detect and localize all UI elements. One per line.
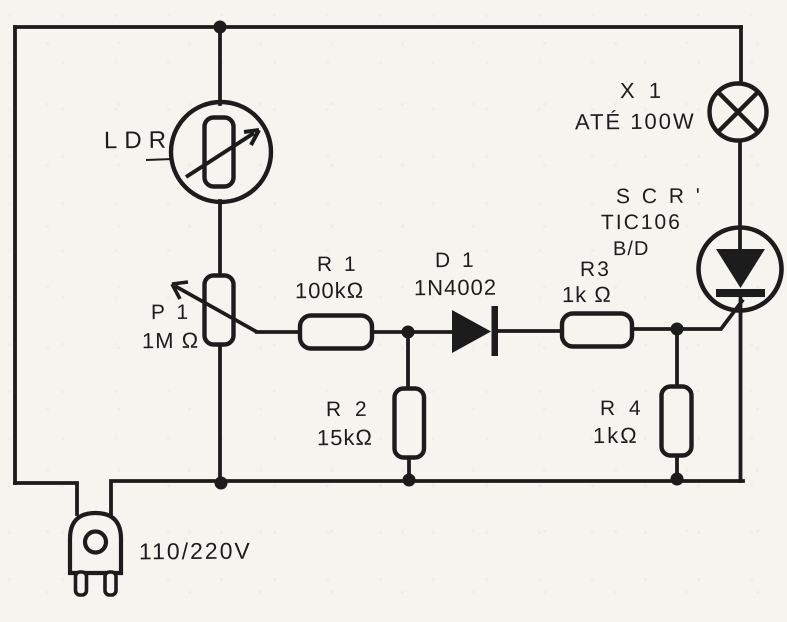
- wire-bottom-right: [109, 479, 745, 516]
- plug-icon: [67, 510, 124, 597]
- d1-ref-label: D 1: [434, 248, 477, 273]
- ldr-label: LDR: [103, 126, 174, 155]
- ldr-arrow-shaft: [184, 131, 256, 179]
- ldr-body: [202, 115, 236, 189]
- x1-ref-label: X 1: [619, 77, 666, 104]
- wire-r3-to-gate: [630, 298, 745, 331]
- p1-wiper-arrow-head: [170, 280, 189, 300]
- resistor-r2-symbol: [392, 386, 427, 460]
- r4-value-label: 1kΩ: [592, 422, 639, 449]
- junction-dot: [402, 473, 416, 487]
- ldr-circle: [168, 99, 274, 205]
- p1-value-label: 1M Ω: [141, 327, 200, 354]
- ldr-symbol: [145, 99, 274, 205]
- r2-ref-label: R 2: [325, 397, 371, 422]
- junction-dot: [213, 20, 227, 34]
- lamp-x1-symbol: [707, 81, 769, 143]
- d1-value-label: 1N4002: [413, 274, 498, 301]
- x1-value-label: ATÉ 100W: [574, 108, 696, 135]
- junction-dot: [214, 476, 228, 490]
- diode-d1-symbol: [452, 306, 498, 356]
- resistor-r3-symbol: [559, 311, 635, 349]
- scr-cathode-bar: [716, 289, 765, 297]
- junction-dot: [670, 322, 684, 336]
- r3-value-label: 1k Ω: [561, 281, 612, 308]
- plug-prong-left: [73, 570, 89, 597]
- supply-voltage-label: 110/220V: [138, 537, 252, 565]
- p1-wiper-shaft: [174, 284, 258, 334]
- resistor-r1-symbol: [297, 313, 375, 351]
- ldr-label-leader: [145, 158, 174, 161]
- junction-dots: [213, 20, 684, 490]
- r4-ref-label: R 4: [599, 396, 645, 421]
- r3-ref-label: R3: [579, 257, 611, 282]
- diode-triangle: [452, 310, 491, 353]
- scr-symbol: [696, 225, 784, 313]
- scr-circle: [696, 225, 784, 313]
- diode-cathode-bar: [491, 306, 498, 356]
- r1-ref-label: R 1: [316, 252, 359, 277]
- potentiometer-p1-symbol: [170, 273, 258, 347]
- scr-ref-label: S C R ': [615, 184, 703, 209]
- wire-bottom-left: [13, 481, 79, 516]
- plug-hole: [82, 529, 109, 555]
- ldr-arrow-head: [243, 128, 261, 146]
- scr-part-label: TIC106: [600, 210, 682, 235]
- p1-ref-label: P 1: [150, 300, 192, 325]
- junction-dot: [670, 472, 684, 486]
- plug-body: [67, 510, 124, 576]
- scr-triangle: [716, 249, 765, 288]
- lamp-cross: [716, 90, 760, 134]
- resistor-r4-symbol: [659, 384, 694, 458]
- plug-prong-right: [103, 570, 118, 597]
- r1-value-label: 100kΩ: [294, 277, 365, 304]
- scr-suffix-label: B/D: [612, 237, 650, 261]
- r2-value-label: 15kΩ: [316, 424, 374, 451]
- junction-dot: [401, 325, 415, 339]
